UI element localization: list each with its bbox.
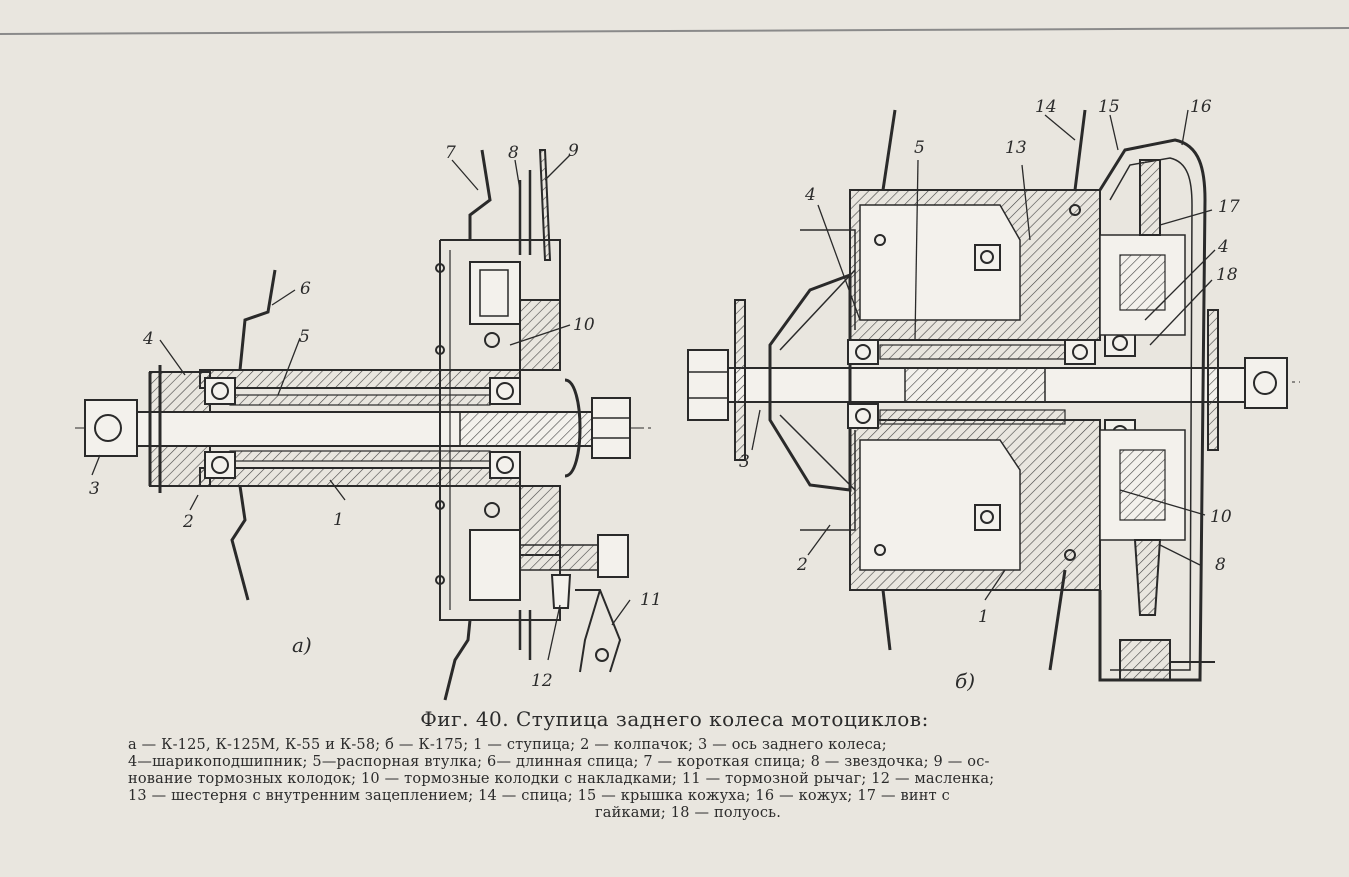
label-b-3: 3 — [739, 452, 750, 472]
label-a-8: 8 — [508, 143, 519, 163]
label-a-5: 5 — [299, 327, 310, 347]
label-a-1: 1 — [333, 510, 344, 530]
label-b-4: 4 — [804, 185, 816, 205]
leader-lines — [91, 109, 1216, 661]
label-b-18: 18 — [1216, 265, 1238, 285]
label-a-11: 11 — [640, 590, 662, 610]
legend-line-5: гайками; 18 — полуось. — [594, 805, 782, 821]
drawing-a-hub — [75, 149, 655, 701]
label-b-15: 15 — [1098, 97, 1120, 117]
drawing-b-hub — [687, 109, 1300, 682]
sublabel-a: а) — [292, 633, 312, 657]
label-a-10: 10 — [573, 315, 595, 335]
label-b-5: 5 — [914, 138, 925, 158]
label-a-4: 4 — [142, 329, 154, 349]
label-b-14: 14 — [1035, 97, 1057, 117]
scan-edge-line — [0, 27, 1349, 35]
label-a-2: 2 — [182, 512, 194, 532]
legend-line-4: 13 — шестерня с внутренним зацеплением; … — [128, 788, 950, 804]
label-a-12: 12 — [531, 671, 553, 691]
label-b-10: 10 — [1210, 507, 1232, 527]
drawing-b-labels: 1 2 3 4 5 8 10 13 14 15 16 17 4 18 б) — [739, 97, 1240, 693]
legend-line-3: нование тормозных колодок; 10 — тормозны… — [128, 771, 995, 787]
label-a-7: 7 — [445, 143, 456, 163]
label-b-1: 1 — [978, 607, 989, 627]
drawing-a-labels: 1 2 3 4 5 6 7 8 9 10 11 12 а) — [89, 141, 662, 691]
label-b-17: 17 — [1218, 197, 1240, 217]
legend-line-2: 4—шарикоподшипник; 5—распорная втулка; 6… — [128, 754, 990, 770]
label-a-9: 9 — [568, 141, 579, 161]
legend-line-1: а — К-125, К-125М, К-55 и К-58; б — К-17… — [128, 737, 887, 753]
label-b-16: 16 — [1190, 97, 1212, 117]
label-b-2: 2 — [796, 555, 808, 575]
sublabel-b: б) — [955, 669, 975, 693]
label-b-13: 13 — [1005, 138, 1027, 158]
label-a-3: 3 — [89, 479, 100, 499]
label-b-4b: 4 — [1217, 237, 1229, 257]
label-a-6: 6 — [300, 279, 311, 299]
figure-legend: а — К-125, К-125М, К-55 и К-58; б — К-17… — [128, 737, 1248, 822]
figure-caption: Фиг. 40. Ступица заднего колеса мотоцикл… — [420, 707, 929, 731]
label-b-8: 8 — [1215, 555, 1226, 575]
